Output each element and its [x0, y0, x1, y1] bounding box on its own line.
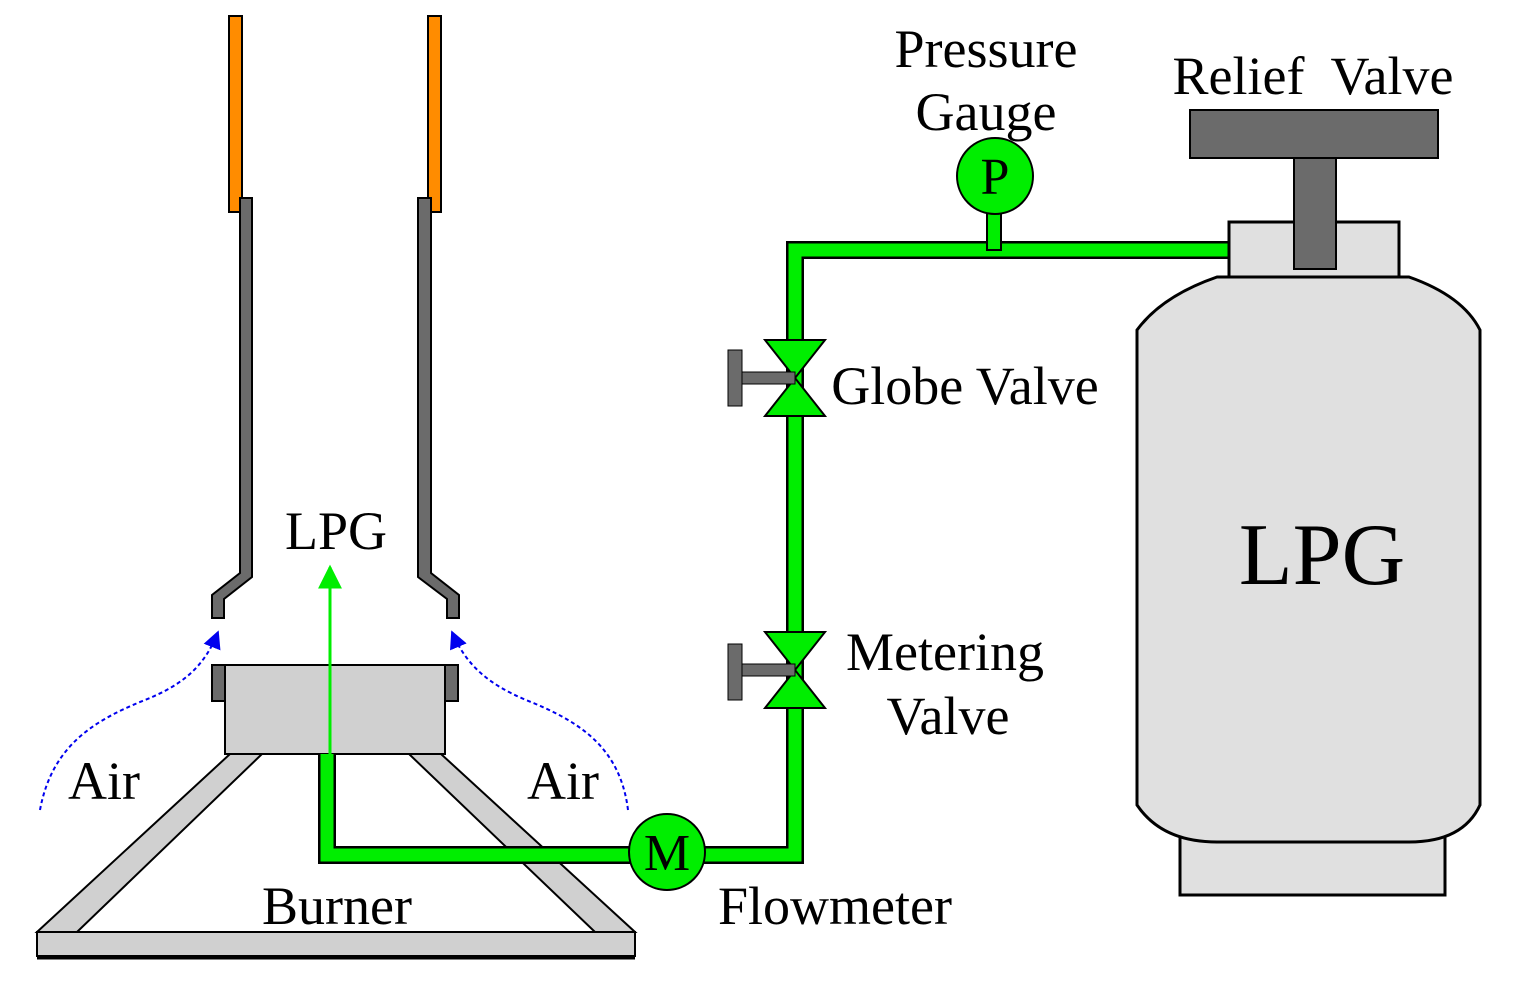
tube-wall-left	[211, 197, 253, 619]
air-flow-arrow-right	[450, 630, 629, 811]
flowmeter-dial	[628, 813, 706, 891]
metering-valve-label-line2: Valve	[887, 686, 1010, 746]
burner-collar-left	[211, 664, 226, 702]
metering-valve-label-line1: Metering	[846, 622, 1044, 682]
flowmeter: M	[628, 813, 706, 891]
flame-tube-right-segment	[427, 15, 442, 213]
pressure-gauge-dial	[956, 137, 1034, 215]
pressure-gauge: P	[956, 137, 1034, 251]
flowmeter-label: Flowmeter	[718, 876, 952, 936]
combustion-tube	[211, 15, 460, 619]
burner	[34, 664, 638, 960]
metering-valve-stem	[741, 663, 796, 677]
burner-collar-right	[444, 664, 459, 702]
globe-valve-handle	[727, 349, 743, 407]
globe-valve-stem	[741, 371, 796, 385]
relief-valve-cap	[1189, 109, 1439, 159]
air-label-right: Air	[527, 751, 599, 811]
air-flow-arrow-left	[39, 630, 221, 811]
tank-body	[1135, 275, 1482, 844]
gas-line	[318, 241, 1295, 864]
pressure-gauge-symbol: P	[981, 149, 1010, 206]
burner-label: Burner	[262, 876, 412, 936]
globe-valve	[727, 339, 828, 417]
relief-valve-stem	[1293, 156, 1337, 270]
air-label-left: Air	[68, 751, 140, 811]
gas-pipe	[320, 243, 1295, 862]
flame-lpg-label: LPG	[285, 501, 387, 561]
pressure-gauge-label-line1: Pressure	[895, 19, 1078, 79]
flame-tube-left-segment	[228, 15, 243, 213]
tank-lpg-label: LPG	[1239, 507, 1405, 604]
flowmeter-symbol: M	[644, 825, 690, 882]
burner-base-plate	[36, 931, 636, 957]
metering-valve-handle	[727, 643, 743, 701]
burner-head	[224, 664, 446, 755]
metering-valve	[727, 631, 828, 709]
burner-leg-right	[406, 753, 638, 933]
globe-valve-label: Globe Valve	[831, 356, 1098, 416]
relief-valve-label: Relief Valve	[1173, 46, 1454, 106]
lpg-tank	[1135, 109, 1482, 897]
pressure-gauge-label-line2: Gauge	[916, 82, 1057, 142]
tube-wall-right	[417, 197, 460, 619]
